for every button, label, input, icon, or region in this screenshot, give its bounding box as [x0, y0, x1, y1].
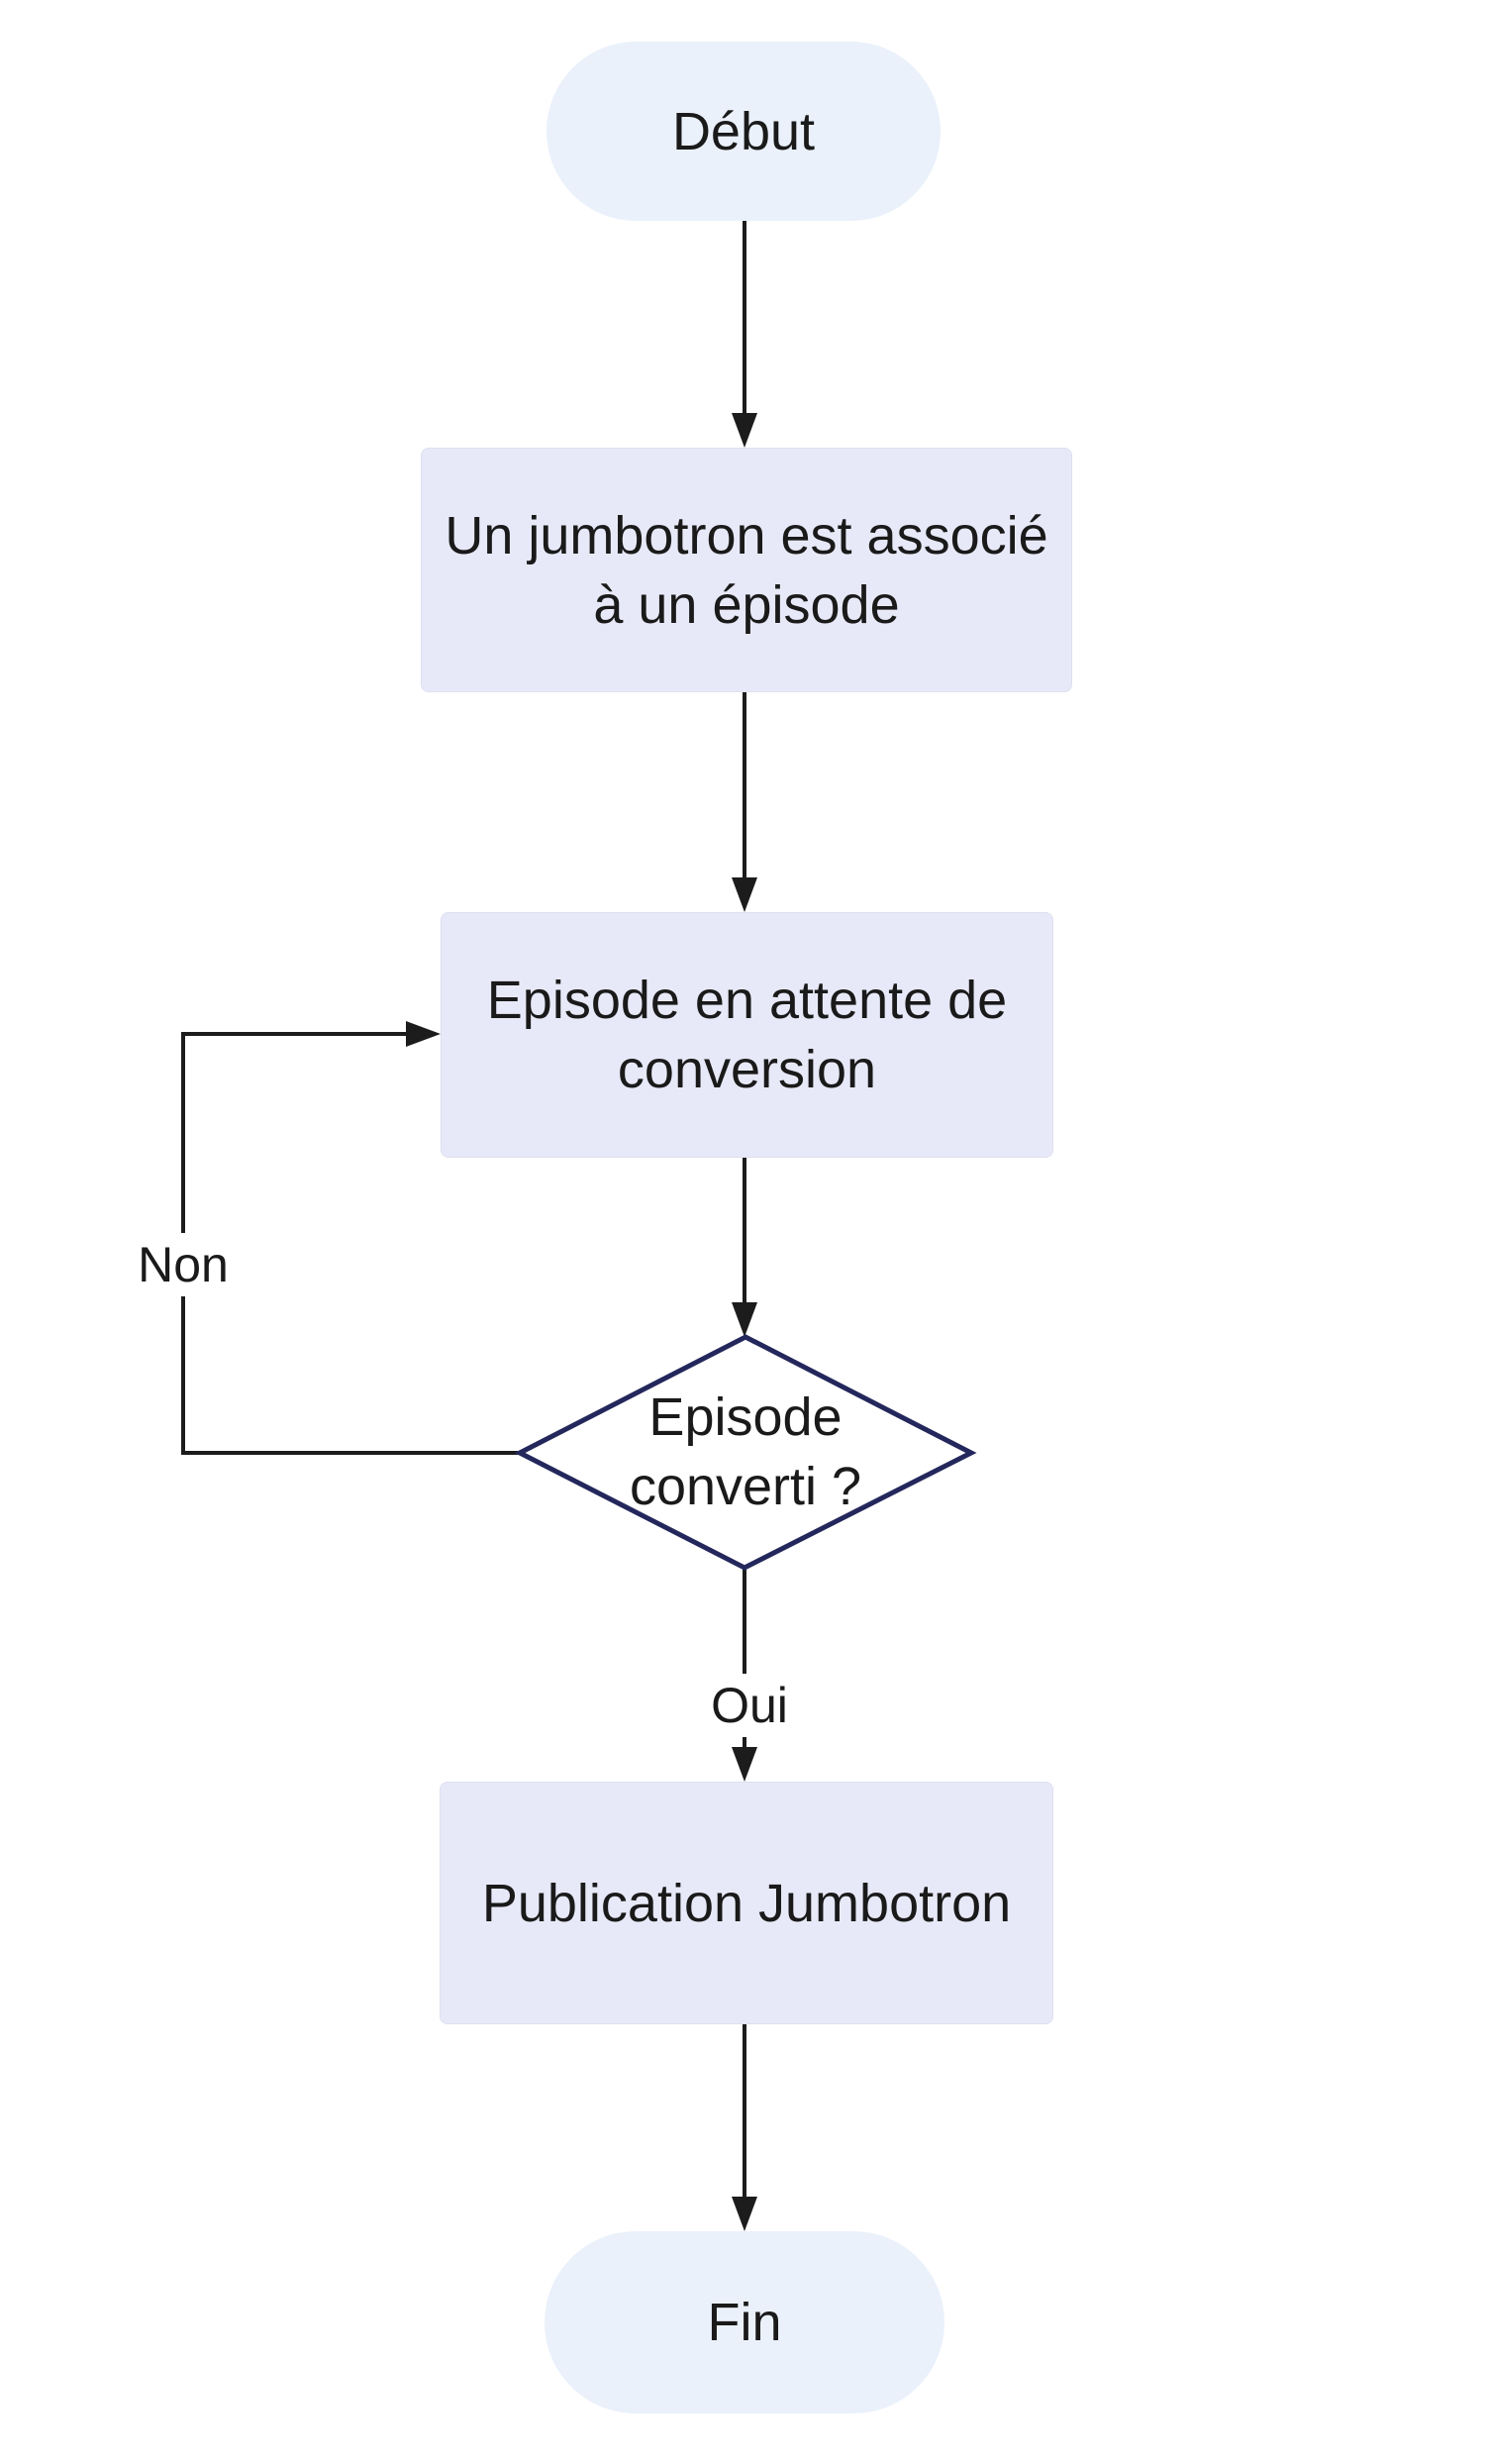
- process-node-episode-attente-label: Episode en attente de conversion: [486, 971, 1008, 1099]
- arrowhead-waiting-to-decision: [732, 1302, 757, 1337]
- process-node-episode-attente: Episode en attente de conversion: [441, 912, 1053, 1158]
- process-node-publication-jumbotron: Publication Jumbotron: [440, 1782, 1053, 2024]
- process-node-jumbotron-associe: Un jumbotron est associé à un épisode: [421, 448, 1072, 692]
- arrowhead-associate-to-waiting: [732, 877, 757, 912]
- arrowhead-start-to-associate: [732, 413, 757, 448]
- arrowhead-publish-to-end: [732, 2197, 757, 2231]
- decision-diamond: [514, 1334, 977, 1571]
- arrowhead-decision-to-publish: [732, 1747, 757, 1782]
- end-node: Fin: [545, 2231, 944, 2413]
- start-node-label: Début: [671, 101, 816, 161]
- decision-node-label: Episode converti ?: [629, 1387, 862, 1516]
- end-node-label: Fin: [707, 2293, 782, 2352]
- edge-label-oui: Oui: [703, 1674, 796, 1737]
- edge-label-non: Non: [130, 1233, 237, 1296]
- start-node: Début: [546, 42, 941, 221]
- process-node-publication-jumbotron-label: Publication Jumbotron: [481, 1873, 1012, 1933]
- arrowhead-decision-to-waiting-non: [406, 1021, 441, 1047]
- process-node-jumbotron-associe-label: Un jumbotron est associé à un épisode: [445, 505, 1048, 635]
